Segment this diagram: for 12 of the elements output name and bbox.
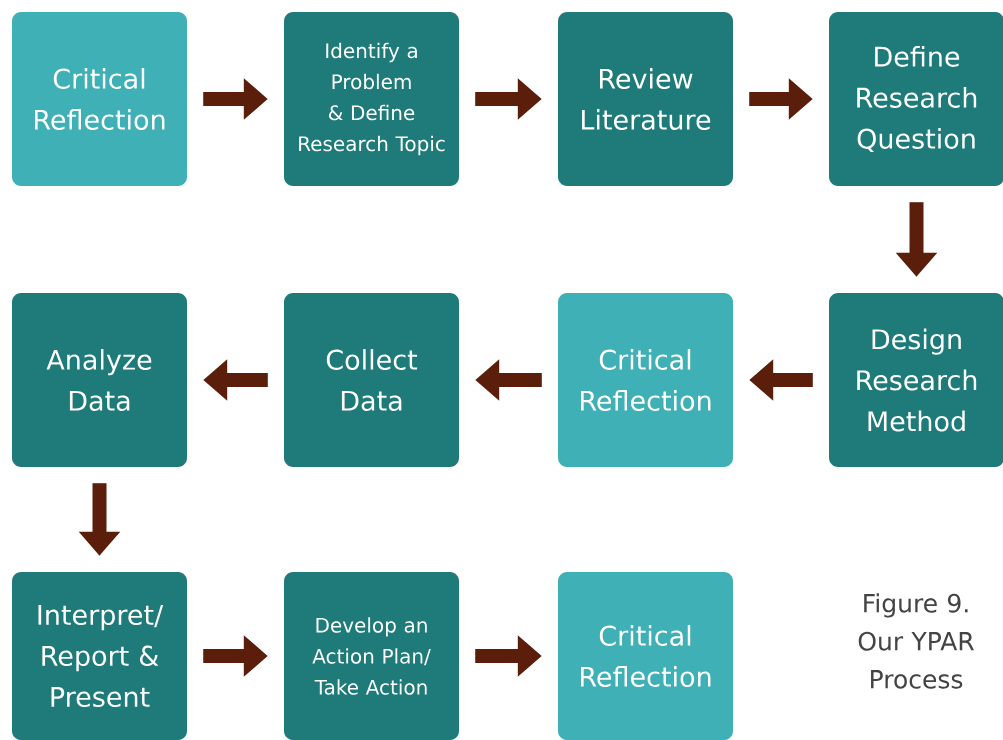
process-box: Analyze Data <box>12 293 187 467</box>
process-box: Collect Data <box>284 293 459 467</box>
process-box: Interpret/ Report & Present <box>12 572 187 740</box>
process-box: Critical Reflection <box>558 572 733 740</box>
process-box: Critical Reflection <box>558 293 733 467</box>
process-box: Review Literature <box>558 12 733 186</box>
caption: Figure 9. Our YPAR Process <box>858 593 974 689</box>
process-box: Identify a Problem & Define Research Topic <box>284 12 459 186</box>
process-box: Develop an Action Plan/ Take Action <box>284 572 459 740</box>
process-box: Critical Reflection <box>12 12 187 186</box>
process-box: Design Research Method <box>829 293 1003 467</box>
process-box: Define Research Question <box>829 12 1003 186</box>
